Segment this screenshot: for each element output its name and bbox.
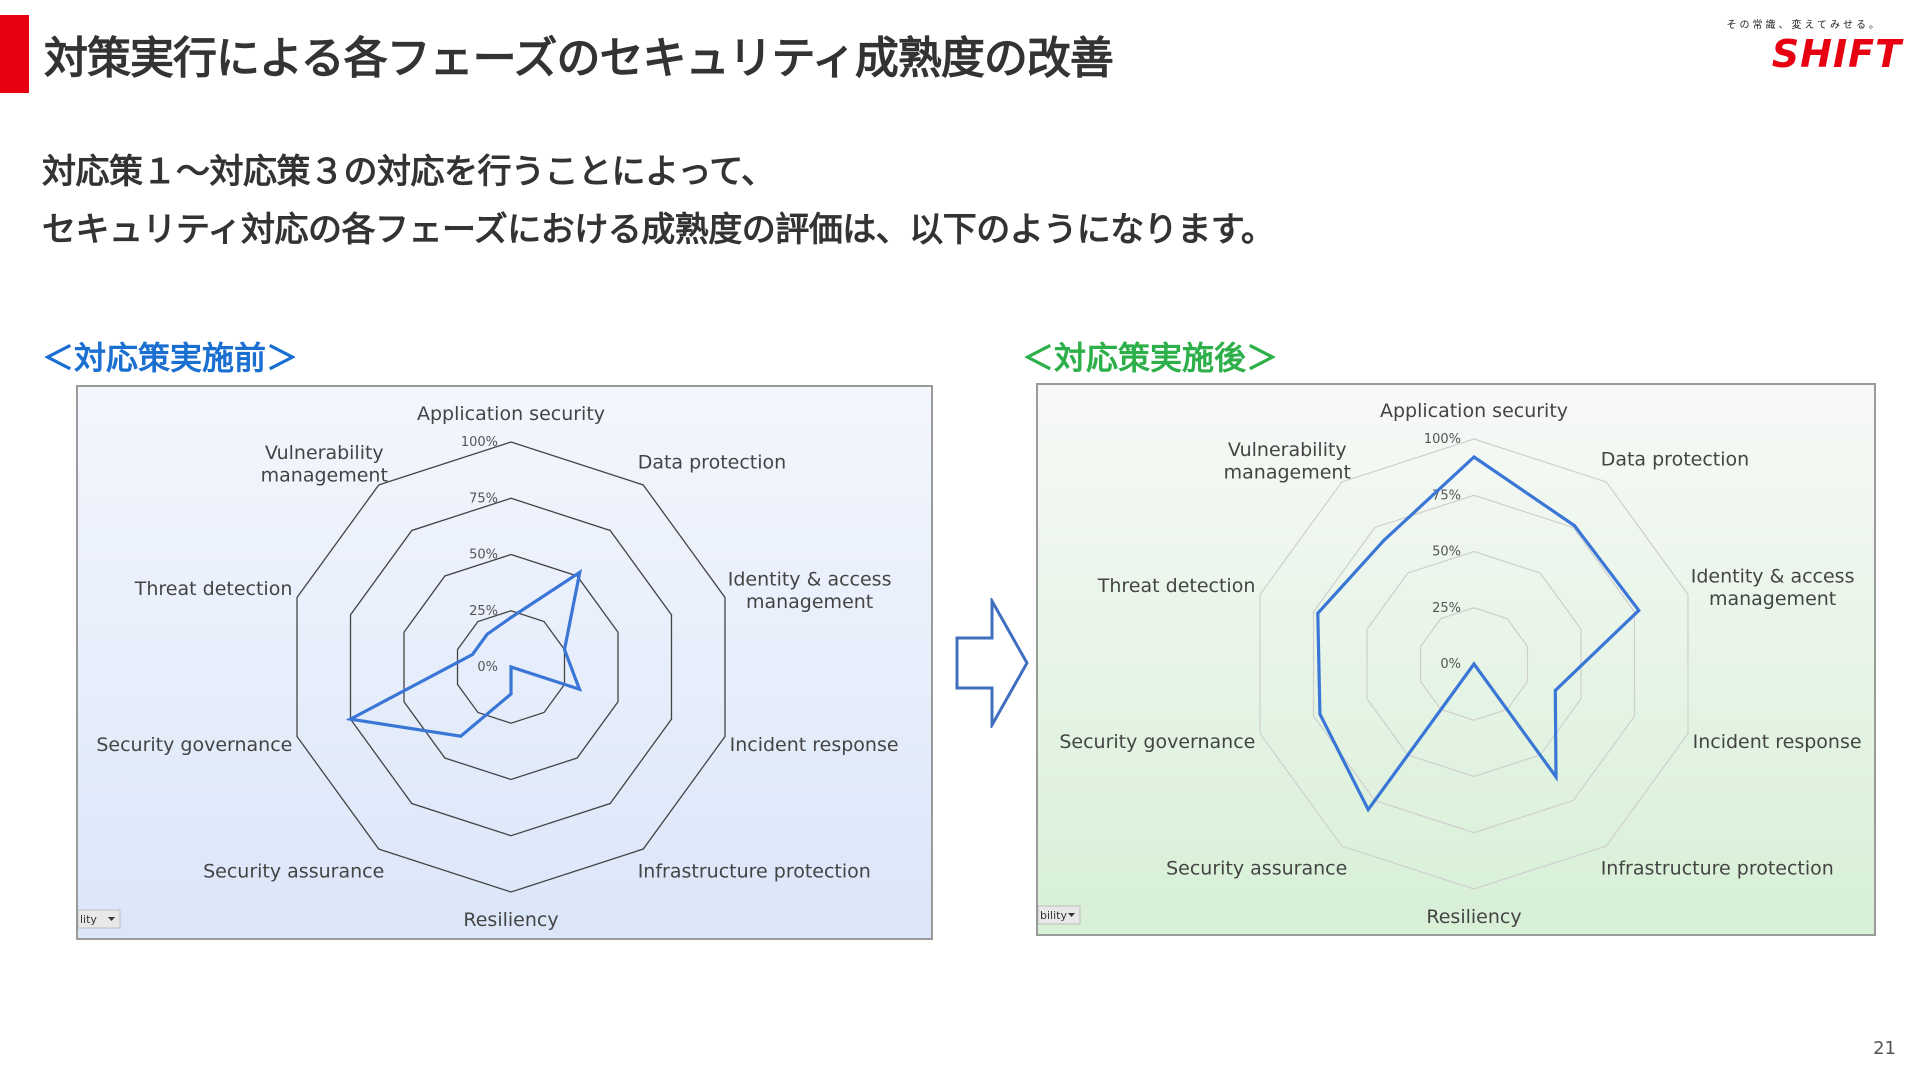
page-number: 21 — [1873, 1038, 1896, 1059]
page-title: 対策実行による各フェーズのセキュリティ成熟度の改善 — [44, 33, 1114, 84]
radar-data-point — [509, 692, 513, 696]
radar-axis-label: Incident response — [1693, 731, 1862, 753]
radar-axis-label: Incident response — [730, 734, 899, 756]
radar-tick-label: 100% — [1424, 432, 1461, 447]
right-arrow-outline-icon — [955, 598, 1029, 728]
radar-data-point — [509, 665, 513, 669]
radar-series-line — [1316, 454, 1641, 813]
before-panel-title: ＜対応策実施前＞ — [42, 339, 299, 377]
radar-gridline — [456, 610, 566, 724]
filter-chip-label: bility — [1040, 909, 1067, 922]
logo-tagline: その常識、変えてみせる。 — [1726, 20, 1882, 31]
radar-data-point — [1366, 808, 1370, 812]
after-radar-svg: 0% 25% 50% 75% 100% Application securityData … — [1038, 400, 1862, 928]
radar-axis-label: Resiliency — [1426, 906, 1521, 928]
radar-data-point — [349, 717, 353, 721]
lead-line-2: セキュリティ対応の各フェーズにおける成熟度の評価は、以下のようになります。 — [42, 210, 1275, 250]
radar-data-point — [562, 648, 566, 652]
radar-tick-label: 75% — [469, 491, 498, 506]
radar-data-point — [577, 687, 581, 691]
radar-gridline — [1312, 494, 1636, 834]
radar-axis-label: Infrastructure protection — [1601, 858, 1834, 880]
radar-data-point — [509, 616, 513, 619]
before-radar-svg: 0% 25% 50% 75% 100% Application securityData … — [78, 403, 899, 931]
radar-axis-label: Security governance — [96, 734, 292, 756]
radar-gridline — [403, 553, 619, 781]
radar-data-point — [1382, 538, 1386, 542]
radar-axis-label: Security assurance — [1166, 858, 1347, 880]
radar-data-point — [1554, 775, 1558, 779]
radar-tick-label: 25% — [469, 604, 498, 619]
radar-data-point — [1318, 712, 1322, 716]
radar-axis-label: Data protection — [1601, 448, 1749, 470]
after-panel-title: ＜対応策実施後＞ — [1022, 339, 1279, 377]
radar-gridline — [1366, 550, 1582, 778]
chevron-down-icon — [1068, 913, 1075, 917]
radar-tick-label: 0% — [477, 660, 498, 675]
radar-axis-label: Application security — [417, 403, 605, 425]
radar-tick-label: 0% — [1440, 657, 1461, 672]
radar-tick-label: 100% — [461, 435, 498, 450]
radar-gridline — [349, 497, 673, 837]
radar-gridline — [1259, 438, 1689, 890]
radar-data-point — [1553, 688, 1557, 692]
radar-tick-label: 50% — [1432, 545, 1461, 560]
radar-data-point — [1472, 455, 1476, 459]
radar-gridline — [1419, 607, 1529, 721]
radar-data-point — [578, 570, 582, 574]
pivot-filter-chip[interactable]: lity — [78, 909, 121, 929]
radar-axis-label: Application security — [1380, 400, 1568, 422]
radar-tick-label: 50% — [469, 548, 498, 563]
radar-data-point — [459, 734, 463, 738]
radar-axis-label: Data protection — [638, 451, 786, 473]
radar-tick-label: 75% — [1432, 488, 1461, 503]
radar-axis-label: Security governance — [1059, 731, 1255, 753]
radar-gridline — [296, 441, 726, 893]
pivot-filter-chip[interactable]: bility — [1038, 905, 1081, 925]
radar-data-point — [485, 632, 489, 636]
radar-data-point — [1316, 611, 1320, 615]
radar-axis-label: Infrastructure protection — [638, 861, 871, 883]
logo-wordmark: SHIFT — [1771, 32, 1902, 76]
lead-line-1: 対応策１～対応策３の対応を行うことによって、 — [42, 152, 775, 192]
radar-axis-label: Resiliency — [463, 909, 558, 931]
shift-logo: その常識、変えてみせる。 SHIFT — [1727, 16, 1902, 76]
chevron-down-icon — [108, 917, 115, 921]
filter-chip-label: lity — [80, 913, 97, 926]
radar-tick-label: 25% — [1432, 601, 1461, 616]
radar-axis-label: Threat detection — [134, 578, 293, 600]
radar-data-point — [1637, 608, 1641, 612]
radar-axis-label: Threat detection — [1097, 575, 1256, 597]
radar-data-point — [1573, 524, 1577, 528]
title-accent-bar — [0, 15, 29, 93]
radar-data-point — [1472, 662, 1476, 666]
radar-axis-label: Security assurance — [203, 861, 384, 883]
lead-text: 対応策１～対応策３の対応を行うことによって、 セキュリティ対応の各フェーズにおけ… — [42, 143, 1275, 259]
radar-data-point — [470, 652, 474, 656]
